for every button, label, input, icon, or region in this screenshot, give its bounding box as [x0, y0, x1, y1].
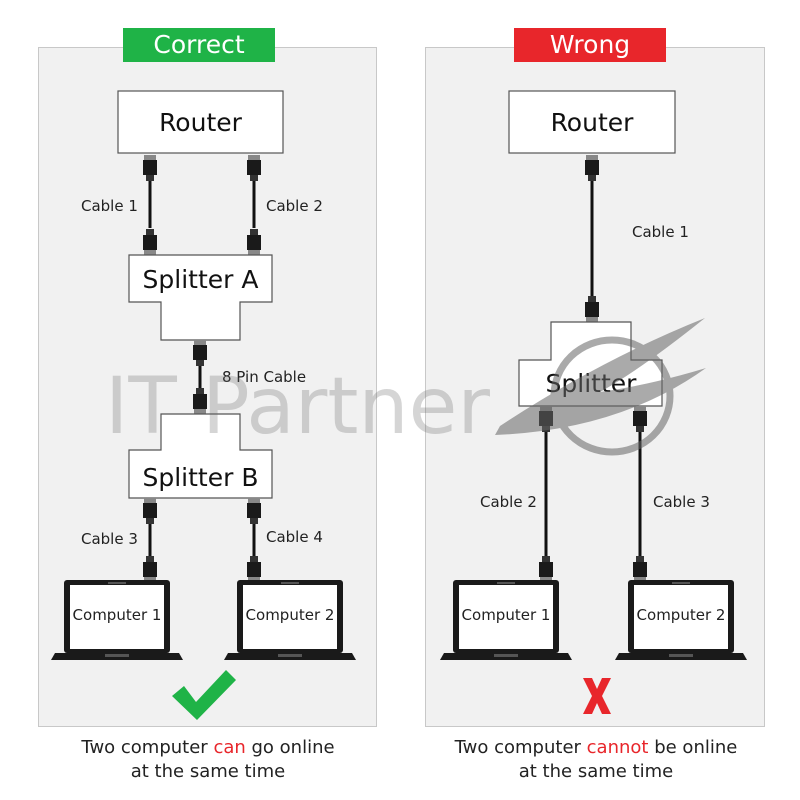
cable-3-right-label: Cable 3 — [653, 493, 710, 511]
splitter-a: Splitter A — [128, 254, 273, 341]
cable-2-left-label: Cable 2 — [266, 197, 323, 215]
cable-1-left — [143, 155, 157, 255]
correct-badge: Correct — [123, 28, 275, 62]
router-left-label: Router — [159, 108, 243, 137]
cable-3-left — [143, 498, 157, 582]
cable-2-left — [247, 155, 261, 255]
watermark-text: IT Partner — [105, 362, 491, 452]
computer-2-left: Computer 2 — [224, 580, 356, 660]
pin-cable — [193, 340, 207, 414]
cross-icon — [583, 678, 611, 714]
caption-right: Two computer cannot be online at the sam… — [416, 736, 776, 784]
computer-2-left-label: Computer 2 — [246, 606, 335, 624]
wrong-badge-label: Wrong — [549, 30, 631, 59]
checkmark-icon — [172, 670, 236, 720]
computer-1-left-label: Computer 1 — [73, 606, 162, 624]
computer-2-right-label: Computer 2 — [637, 606, 726, 624]
correct-badge-label: Correct — [153, 30, 245, 59]
splitter-b-label: Splitter B — [143, 463, 259, 492]
router-left: Router — [117, 90, 284, 154]
cable-1-right — [585, 155, 599, 322]
caption-left-highlight: can — [213, 737, 246, 758]
pin-cable-label: 8 Pin Cable — [222, 368, 306, 386]
caption-right-pre: Two computer — [454, 737, 587, 758]
cable-3-right — [633, 406, 647, 582]
cable-1-left-label: Cable 1 — [81, 197, 138, 215]
computer-1-left: Computer 1 — [51, 580, 183, 660]
splitter-a-label: Splitter A — [143, 265, 259, 294]
computer-1-right-label: Computer 1 — [462, 606, 551, 624]
cable-1-right-label: Cable 1 — [632, 223, 689, 241]
wrong-badge: Wrong — [514, 28, 666, 62]
watermark: IT Partner — [105, 318, 706, 456]
caption-right-post: be online — [648, 737, 738, 758]
router-right: Router — [508, 90, 676, 154]
caption-right-line1: Two computer cannot be online — [416, 736, 776, 760]
cable-2-right — [539, 406, 553, 582]
watermark-logo-icon — [495, 318, 706, 456]
caption-right-line2: at the same time — [518, 761, 674, 782]
cable-4-left-label: Cable 4 — [266, 528, 323, 546]
computer-2-right: Computer 2 — [615, 580, 747, 660]
cable-2-right-label: Cable 2 — [480, 493, 537, 511]
caption-left-line1: Two computer can go online — [28, 736, 388, 760]
caption-left-line2: at the same time — [130, 761, 286, 782]
splitter-b: Splitter B — [128, 413, 273, 499]
cable-4-left — [247, 498, 261, 582]
cable-3-left-label: Cable 3 — [81, 530, 138, 548]
router-right-label: Router — [551, 108, 635, 137]
caption-left-post: go online — [245, 737, 335, 758]
caption-left-pre: Two computer — [81, 737, 214, 758]
caption-left: Two computer can go online at the same t… — [28, 736, 388, 784]
caption-right-highlight: cannot — [586, 737, 649, 758]
computer-1-right: Computer 1 — [440, 580, 572, 660]
